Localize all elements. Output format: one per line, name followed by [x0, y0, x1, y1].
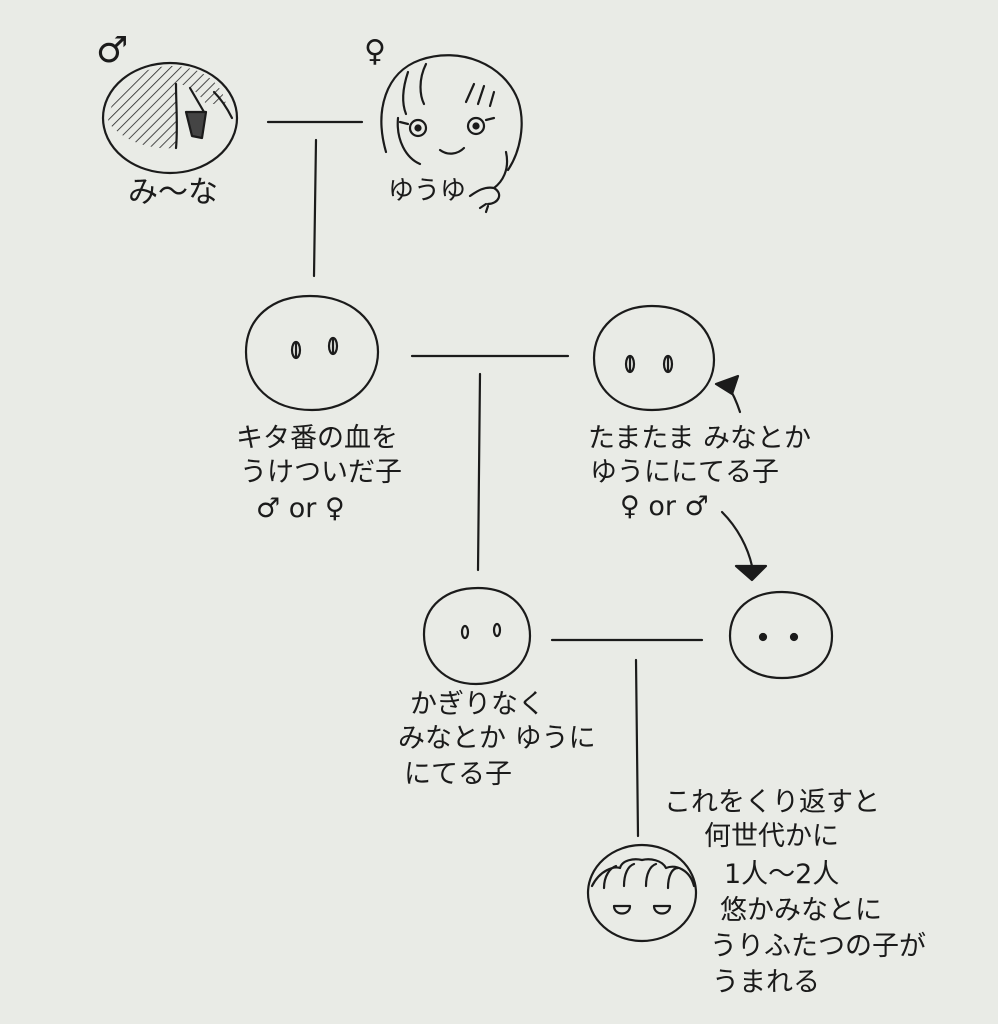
descendant-caption-line-5: うりふたつの子が: [710, 931, 926, 962]
father-name-label: み〜な: [128, 175, 218, 210]
child2-caption-line-2: みなとか ゆうに: [398, 723, 596, 754]
generation3-descent-line: [634, 658, 640, 838]
arrow-to-spouse2: [720, 510, 768, 582]
spouse2-head: [728, 590, 834, 680]
child1-head: [244, 294, 380, 412]
spouse1-caption-line-2: ゆうににてる子: [590, 457, 779, 488]
spouse1-head: [592, 304, 716, 412]
descendant-caption-line-4: 悠かみなとに: [720, 895, 882, 926]
descendant-head: [586, 843, 698, 943]
child2-caption-line-3: にてる子: [404, 759, 512, 790]
male-symbol-icon: ♂: [96, 30, 129, 71]
female-symbol-icon: ♀: [364, 34, 386, 69]
descendant-caption-line-6: うまれる: [712, 967, 820, 998]
mother-portrait: [380, 54, 523, 214]
descendant-caption-line-3: 1人〜2人: [724, 859, 840, 890]
descendant-caption-line-1: これをくり返すと: [664, 787, 880, 818]
parents-descent-line: [312, 138, 318, 278]
spouse1-caption-line-1: たまたま みなとか: [588, 423, 811, 454]
mother-name-label: ゆうゆ: [388, 176, 467, 206]
spouse1-gender-label: ♀ or ♂: [620, 491, 709, 522]
father-portrait: [101, 61, 239, 175]
descendant-caption-line-2: 何世代かに: [704, 821, 839, 852]
child2-head: [422, 586, 532, 686]
child2-caption-line-1: かぎりなく: [410, 689, 545, 720]
child1-gender-label: ♂ or ♀: [256, 493, 345, 524]
arrow-to-spouse1: [714, 374, 742, 414]
generation2-descent-line: [476, 372, 482, 572]
child1-caption-line-1: キタ番の血を: [236, 423, 398, 454]
child1-caption-line-2: うけついだ子: [240, 457, 402, 488]
